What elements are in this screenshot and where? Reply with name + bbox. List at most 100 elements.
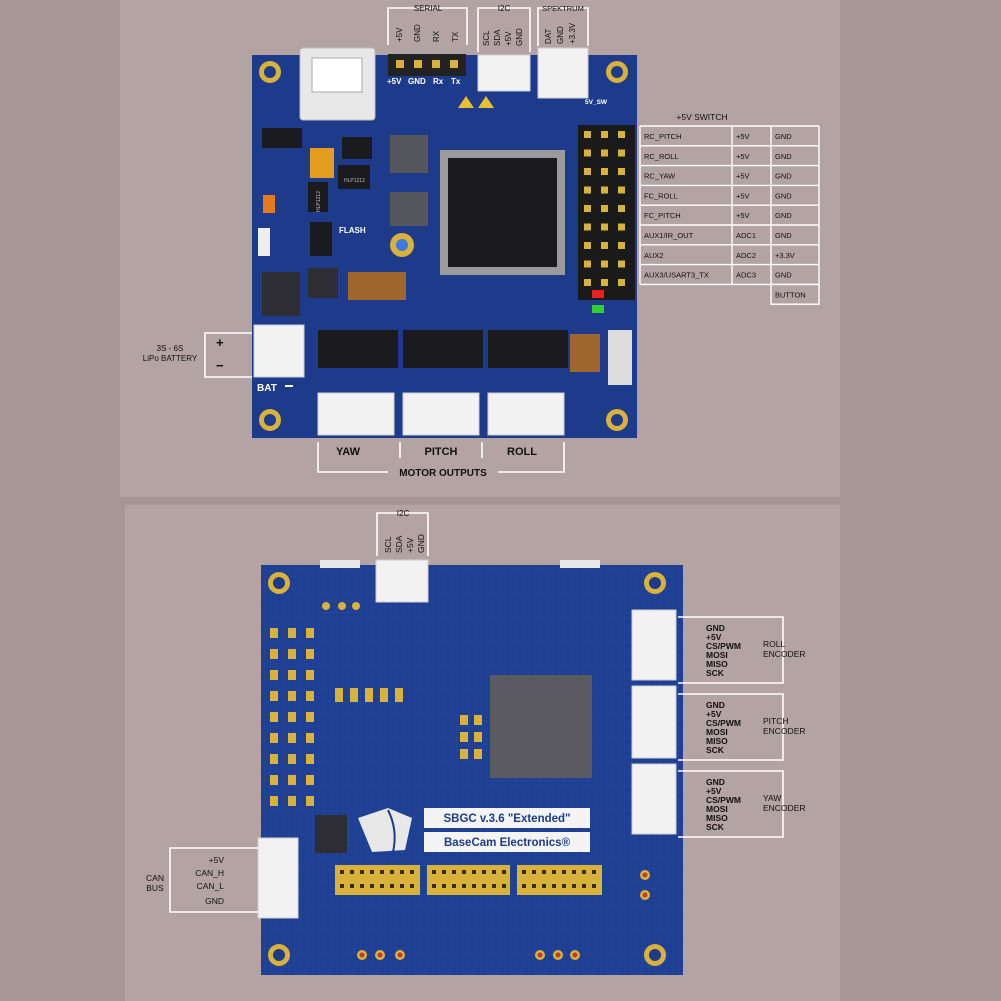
spektrum-label-group: SPEKTRUM DAT GND +3.3V	[537, 4, 589, 46]
spektrum-pin: +3.3V	[568, 22, 577, 44]
serial-title: SERIAL	[414, 4, 443, 13]
i2c-pin: GND	[515, 28, 524, 46]
encoder-name: YAW	[763, 793, 781, 803]
encoder-pin-label: GND	[706, 777, 725, 787]
encoder-pin-label: MOSI	[706, 804, 728, 814]
encoder-pin-label: MOSI	[706, 727, 728, 737]
table-cell: GND	[775, 211, 792, 220]
encoder-pin-label: GND	[706, 700, 725, 710]
basecam-logo	[358, 808, 412, 853]
serial-pin: TX	[451, 31, 460, 42]
board-title: SBGC v.3.6 "Extended"	[443, 813, 570, 825]
motor-label-pitch: PITCH	[425, 446, 458, 458]
table-cell: +5V	[736, 132, 750, 141]
mcu-chip	[448, 158, 557, 267]
silk-flash: FLASH	[339, 226, 366, 235]
spektrum-pin: DAT	[544, 28, 553, 44]
bottom-i2c-pin: +5V	[405, 537, 415, 553]
can-label-group: CAN BUS +5V CAN_H CAN_L GND	[146, 847, 258, 913]
table-cell: +3.3V	[775, 251, 795, 260]
serial-pin: +5V	[395, 27, 404, 42]
table-cell: GND	[775, 172, 792, 181]
encoder-pin-label: +5V	[706, 786, 722, 796]
can-title1: CAN	[146, 873, 164, 883]
serial-pin: RX	[432, 30, 441, 42]
can-pin: GND	[205, 896, 224, 906]
table-cell: RC_ROLL	[644, 152, 679, 161]
table-cell: RC_YAW	[644, 172, 676, 181]
encoder-connector-roll	[631, 609, 677, 681]
encoder-pin-label: MISO	[706, 736, 728, 746]
i2c-pin: SCL	[482, 30, 491, 46]
encoder-pin-label: GND	[706, 623, 725, 633]
driver-roll	[488, 330, 568, 368]
bottom-board: SBGC v.3.6 "Extended" BaseCam Electronic…	[257, 559, 683, 975]
encoder-name: ENCODER	[763, 649, 806, 659]
encoder-connector-pitch	[631, 685, 677, 759]
table-cell: GND	[775, 132, 792, 141]
can-pin: CAN_H	[195, 868, 224, 878]
table-cell: GND	[775, 191, 792, 200]
bottom-header	[517, 865, 602, 895]
encoder-pin-label: MISO	[706, 659, 728, 669]
motor-connector-roll	[487, 392, 565, 436]
can-pin: CAN_L	[197, 881, 225, 891]
maker-box	[424, 832, 590, 852]
table-cell: GND	[775, 231, 792, 240]
encoder-pin-label: SCK	[706, 668, 725, 678]
silk-5v-sw: 5V_SW	[585, 99, 608, 106]
encoder-pin-label: +5V	[706, 632, 722, 642]
driver-pitch	[403, 330, 483, 368]
i2c-connector	[477, 54, 531, 92]
encoder-name: ROLL	[763, 639, 785, 649]
bottom-i2c-connector	[375, 559, 429, 603]
battery-label-group: 3S - 6S LiPo BATTERY + − BAT	[143, 332, 293, 394]
table-cell: ADC3	[736, 271, 756, 280]
encoder-pin-label: MOSI	[706, 650, 728, 660]
serial-silk: +5V	[387, 77, 402, 86]
bottom-i2c-title: I2C	[397, 509, 410, 518]
bottom-i2c-pin: SDA	[394, 535, 404, 553]
encoder-labels: GND+5VCS/PWMMOSIMISOSCKROLLENCODERGND+5V…	[678, 616, 806, 838]
spektrum-connector	[537, 47, 589, 99]
bottom-i2c-pin: GND	[416, 534, 426, 553]
encoder-pin-label: SCK	[706, 822, 725, 832]
motor-connector-yaw	[317, 392, 395, 436]
encoder-pin-label: MISO	[706, 813, 728, 823]
table-cell: AUX3/USART3_TX	[644, 271, 709, 280]
motor-outputs-title: MOTOR OUTPUTS	[399, 468, 487, 479]
top-board	[252, 47, 637, 438]
battery-line2: LiPo BATTERY	[143, 354, 198, 363]
table-button-cell: BUTTON	[775, 290, 806, 299]
can-connector	[257, 837, 299, 919]
encoder-pin-label: CS/PWM	[706, 641, 741, 651]
serial-pin: GND	[413, 24, 422, 42]
battery-line1: 3S - 6S	[157, 344, 184, 353]
table-cell: +5V	[736, 191, 750, 200]
table-cell: AUX2	[644, 251, 664, 260]
encoder-pin-label: SCK	[706, 745, 725, 755]
serial-silk: GND	[408, 77, 426, 86]
board-maker: BaseCam Electronics®	[444, 837, 571, 849]
encoder-pin-label: CS/PWM	[706, 795, 741, 805]
bottom-header	[335, 865, 420, 895]
table-cell: ADC1	[736, 231, 756, 240]
spektrum-pin: GND	[556, 26, 565, 44]
battery-connector	[253, 324, 305, 378]
can-pin: +5V	[209, 855, 225, 865]
bottom-pcb	[261, 565, 683, 975]
motor-label-roll: ROLL	[507, 446, 537, 458]
table-cell: +5V	[736, 152, 750, 161]
table-cell: GND	[775, 271, 792, 280]
serial-header	[388, 54, 466, 76]
encoder-name: PITCH	[763, 716, 789, 726]
table-cell: ADC2	[736, 251, 756, 260]
table-cell: +5V	[736, 211, 750, 220]
i2c-pin: +5V	[504, 31, 513, 46]
motor-label-yaw: YAW	[336, 446, 361, 458]
table-cell: +5V	[736, 172, 750, 181]
encoder-connector-yaw	[631, 763, 677, 835]
battery-plus: +	[216, 335, 224, 350]
bottom-i2c-label-group: I2C SCL SDA +5V GND	[376, 509, 429, 556]
motor-connector-pitch	[402, 392, 480, 436]
